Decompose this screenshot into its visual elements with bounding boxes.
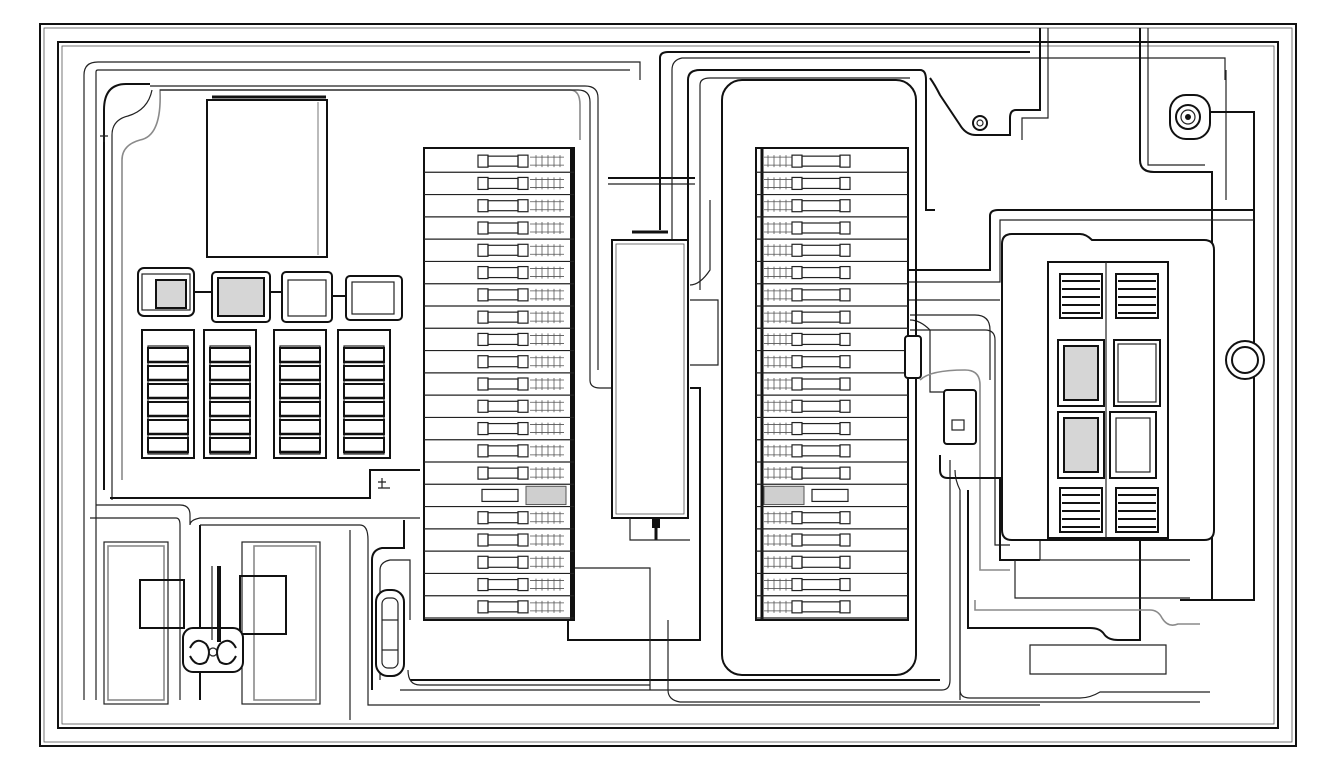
enclosure xyxy=(39,23,1297,747)
breaker-slot xyxy=(756,176,908,196)
breaker-slot xyxy=(424,288,574,307)
breaker-slot xyxy=(756,533,908,552)
indicator-lamp-icon xyxy=(1225,340,1265,380)
breaker-slot xyxy=(424,377,574,396)
breaker-slot xyxy=(756,199,908,218)
breaker-slot xyxy=(424,444,574,463)
breaker-slot xyxy=(756,265,908,285)
coaxial-connector-icon xyxy=(1169,94,1211,140)
breaker-slot xyxy=(756,221,908,240)
wiring-traces xyxy=(83,28,1255,720)
breaker-slot xyxy=(756,355,908,374)
breaker-slot xyxy=(756,288,908,307)
terminal-mark xyxy=(378,478,390,489)
transformer-block xyxy=(206,95,328,258)
breaker-slot xyxy=(424,421,574,441)
breaker-slot xyxy=(756,310,908,329)
right-breaker-housing xyxy=(721,79,917,676)
breaker-slot xyxy=(756,466,908,485)
relay-2 xyxy=(1113,339,1161,407)
fuse-holder xyxy=(375,589,405,677)
breaker-slot xyxy=(424,243,574,263)
breaker-slot xyxy=(756,577,908,597)
breaker-slot xyxy=(756,421,908,441)
breaker-slot xyxy=(756,485,908,508)
breaker-slot xyxy=(424,154,574,173)
breaker-slot xyxy=(756,399,908,419)
breaker-slot xyxy=(424,555,574,575)
breaker-slot xyxy=(756,377,908,396)
terminal-block xyxy=(141,329,195,459)
connector-4 xyxy=(345,275,403,321)
terminal-block xyxy=(273,329,327,459)
breaker-slot xyxy=(756,154,908,173)
breaker-slot xyxy=(756,555,908,575)
key-switch-icon xyxy=(182,627,244,673)
breaker-slot xyxy=(756,332,908,352)
breaker-slot xyxy=(424,355,574,374)
terminal-block xyxy=(203,329,257,459)
terminal-blocks xyxy=(141,329,391,459)
breaker-slot xyxy=(424,332,574,352)
connector-row xyxy=(137,267,403,323)
vent-group xyxy=(1115,487,1159,533)
terminal-block xyxy=(337,329,391,459)
breaker-slot xyxy=(424,600,574,619)
breaker-slot xyxy=(756,243,908,263)
breaker-slot xyxy=(424,577,574,597)
vent-group xyxy=(1115,273,1159,319)
key-switch-assembly xyxy=(103,541,321,705)
connector-1 xyxy=(137,267,195,317)
vent-group xyxy=(1059,487,1103,533)
breaker-slot xyxy=(424,199,574,218)
relay-1 xyxy=(1057,339,1105,407)
control-module xyxy=(1001,233,1215,541)
breaker-slot xyxy=(424,511,574,530)
breaker-slot xyxy=(756,444,908,463)
vent-group xyxy=(1059,273,1103,319)
breaker-slot xyxy=(424,485,574,508)
ground-mark-left xyxy=(100,130,108,142)
center-contactor xyxy=(611,230,690,541)
breaker-slot xyxy=(424,533,574,552)
round-port-icon xyxy=(972,115,988,131)
connector-3 xyxy=(281,271,333,323)
breaker-slot xyxy=(756,600,908,619)
breaker-slot xyxy=(424,399,574,419)
breaker-slot xyxy=(424,466,574,485)
breaker-slot xyxy=(424,265,574,285)
breaker-slot xyxy=(756,511,908,530)
mid-right-parts xyxy=(904,335,1167,675)
breaker-slot xyxy=(424,221,574,240)
connector-2 xyxy=(211,271,271,323)
breaker-slot xyxy=(424,176,574,196)
breaker-slot xyxy=(424,310,574,329)
left-breaker-column xyxy=(423,147,575,621)
relay-4 xyxy=(1109,411,1157,479)
relay-3 xyxy=(1057,411,1105,479)
